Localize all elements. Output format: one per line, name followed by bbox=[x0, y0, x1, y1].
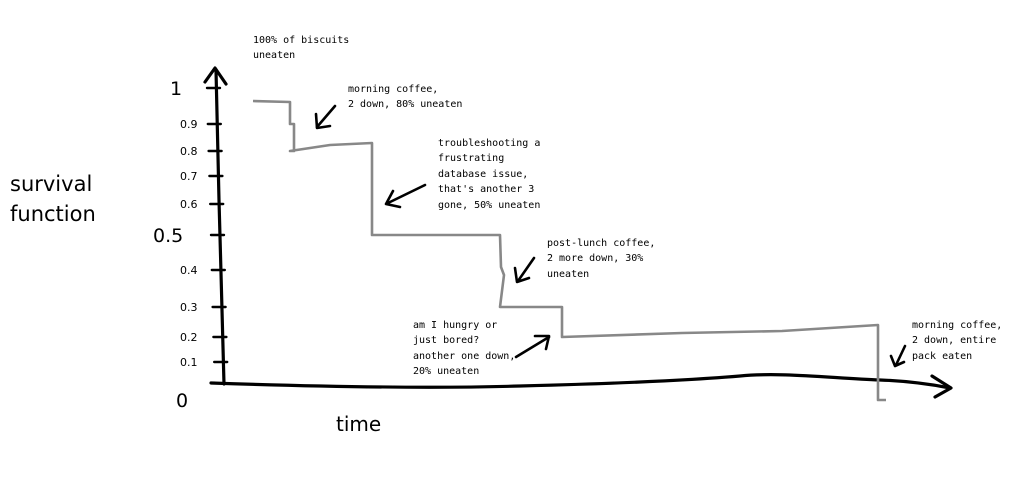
y-axis-label-line: survival bbox=[10, 172, 92, 196]
x-axis-arrow bbox=[930, 374, 953, 399]
y-tick-label: 1 bbox=[170, 78, 182, 100]
y-tick-label: 0.4 bbox=[180, 264, 198, 277]
y-axis-label: survival function bbox=[10, 172, 99, 226]
annotation-pack-eaten: morning coffee, 2 down, entire pack eate… bbox=[912, 320, 1008, 362]
y-axis-arrow bbox=[203, 66, 228, 86]
arrow-icon bbox=[889, 344, 907, 368]
annotation-hungry-or-bored: am I hungry or just bored? another one d… bbox=[413, 320, 521, 377]
y-axis-line bbox=[214, 68, 226, 386]
y-tick-label: 0.2 bbox=[180, 331, 198, 344]
annotation-post-lunch-coffee: post-lunch coffee, 2 more down, 30% unea… bbox=[547, 238, 661, 280]
x-axis-line bbox=[209, 373, 952, 390]
y-tick-label: 0 bbox=[176, 390, 188, 412]
y-tick-label: 0.7 bbox=[180, 170, 198, 183]
survival-curve bbox=[252, 99, 886, 402]
y-tick-label: 0.8 bbox=[180, 145, 198, 158]
y-axis-label-line: function bbox=[10, 202, 96, 226]
annotation-morning-coffee-1: morning coffee, 2 down, 80% uneaten bbox=[348, 84, 462, 110]
y-tick-label: 0.1 bbox=[180, 356, 198, 369]
y-tick-label: 0.9 bbox=[180, 118, 198, 131]
arrow-icon bbox=[513, 256, 536, 284]
arrow-icon bbox=[514, 334, 551, 359]
arrow-icon bbox=[384, 183, 427, 209]
arrow-icon bbox=[314, 104, 337, 130]
y-tick-label: 0.3 bbox=[180, 301, 198, 314]
annotation-database-issue: troubleshooting a frustrating database i… bbox=[438, 138, 546, 211]
y-tick-label: 0.5 bbox=[153, 225, 183, 247]
y-tick-label: 0.6 bbox=[180, 198, 198, 211]
annotation-start: 100% of biscuits uneaten bbox=[253, 35, 355, 61]
x-axis-label: time bbox=[336, 412, 381, 436]
y-ticks: 1 0.9 0.8 0.7 0.6 0.5 0.4 0.3 0.2 0.1 0 bbox=[153, 78, 229, 412]
